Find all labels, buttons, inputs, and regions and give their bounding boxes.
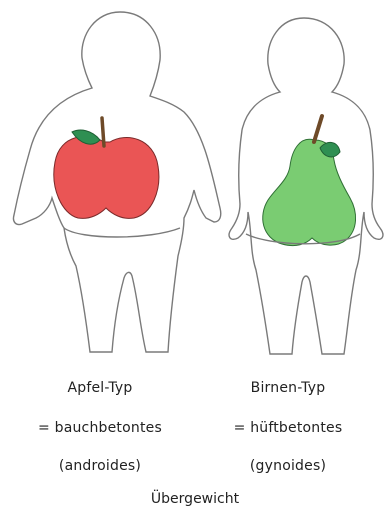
apple-icon bbox=[54, 137, 159, 219]
pear-stem bbox=[314, 116, 322, 142]
pear-type-desc: = hüftbetontes bbox=[198, 420, 378, 436]
apple-belly-curve bbox=[64, 228, 180, 237]
pear-icon bbox=[263, 139, 356, 245]
apple-stem bbox=[102, 118, 104, 146]
apple-type-term: (androides) bbox=[10, 458, 190, 474]
apple-type-desc: = bauchbetontes bbox=[10, 420, 190, 436]
overweight-label: Übergewicht bbox=[0, 491, 390, 507]
apple-type-title: Apfel-Typ bbox=[10, 380, 190, 396]
pear-type-title: Birnen-Typ bbox=[198, 380, 378, 396]
pear-type-term: (gynoides) bbox=[198, 458, 378, 474]
body-shapes-figure bbox=[0, 0, 390, 360]
